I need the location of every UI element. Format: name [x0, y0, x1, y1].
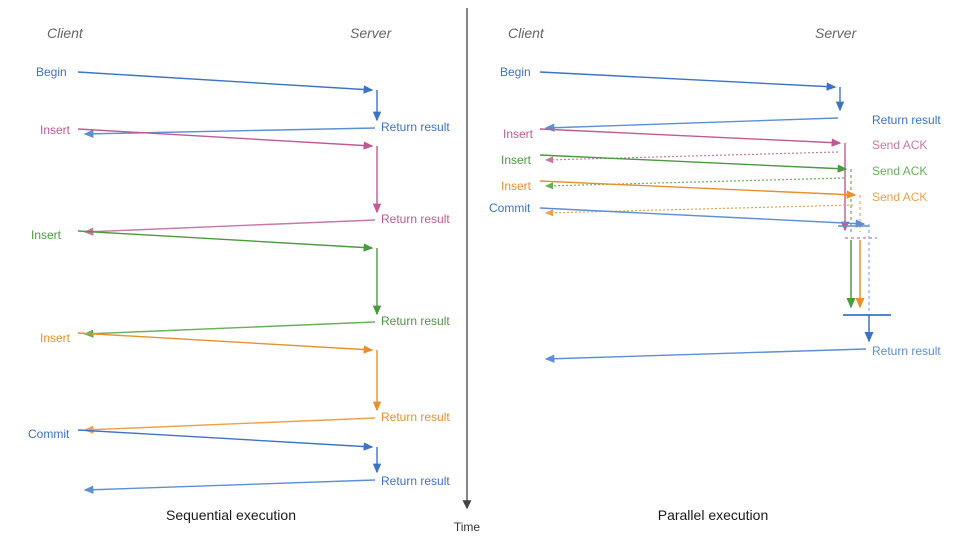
response-arrow: [83, 417, 376, 434]
client-label-insert-3: Insert: [501, 179, 532, 193]
request-arrow: [539, 128, 842, 147]
exchange-insert1-parallel: [539, 128, 877, 239]
request-arrow: [77, 230, 374, 252]
exchange-insert3-sequential: [77, 332, 382, 434]
request-arrow: [77, 429, 374, 451]
request-arrow: [539, 207, 866, 228]
panel-parallel: Client Server: [489, 25, 941, 523]
panel-sequential: Client Server: [28, 25, 450, 523]
server-label-send-ack-1: Send ACK: [872, 138, 927, 152]
caption-sequential: Sequential execution: [166, 507, 296, 523]
server-label-return-4: Return result: [381, 410, 450, 424]
client-label-begin: Begin: [500, 65, 531, 79]
request-arrow: [539, 154, 848, 173]
exchange-commit-sequential: [77, 429, 382, 494]
ack-arrow: [544, 151, 839, 164]
response-arrow: [544, 348, 867, 363]
header-client-sequential: Client: [47, 25, 84, 41]
exchange-begin-sequential: [77, 71, 382, 139]
client-label-begin: Begin: [36, 65, 67, 79]
exchange-begin-parallel: [539, 71, 845, 132]
ack-arrow: [544, 204, 854, 217]
request-arrow: [77, 71, 374, 94]
request-arrow: [539, 71, 837, 91]
response-arrow: [83, 321, 376, 338]
response-arrow: [83, 127, 376, 139]
client-label-insert-1: Insert: [503, 127, 534, 141]
server-label-return-2: Return result: [381, 212, 450, 226]
ack-arrow: [544, 177, 845, 190]
client-label-insert-3: Insert: [40, 331, 71, 345]
exchange-insert2-sequential: [77, 230, 382, 338]
header-server-sequential: Server: [350, 25, 393, 41]
request-arrow: [77, 128, 374, 150]
server-label-return-1: Return result: [872, 113, 941, 127]
caption-parallel: Parallel execution: [658, 507, 769, 523]
exchange-insert1-sequential: [77, 128, 382, 236]
time-axis-label: Time: [454, 520, 481, 534]
server-label-send-ack-3: Send ACK: [872, 190, 927, 204]
client-label-insert-2: Insert: [31, 228, 62, 242]
exchange-insert3-parallel: [539, 180, 865, 309]
header-client-parallel: Client: [508, 25, 545, 41]
client-label-commit: Commit: [28, 427, 70, 441]
exchange-commit-parallel: [539, 207, 891, 363]
request-arrow: [77, 332, 374, 354]
server-label-return-1: Return result: [381, 120, 450, 134]
server-label-return-5: Return result: [381, 474, 450, 488]
header-server-parallel: Server: [815, 25, 858, 41]
server-label-return-3: Return result: [381, 314, 450, 328]
server-label-return-2: Return result: [872, 344, 941, 358]
response-arrow: [544, 117, 839, 132]
client-label-insert-1: Insert: [40, 123, 71, 137]
response-arrow: [83, 219, 376, 236]
request-arrow: [539, 180, 857, 199]
client-label-insert-2: Insert: [501, 153, 532, 167]
server-label-send-ack-2: Send ACK: [872, 164, 927, 178]
response-arrow: [83, 479, 376, 494]
client-label-commit: Commit: [489, 201, 531, 215]
exchange-insert2-parallel: [539, 154, 856, 309]
